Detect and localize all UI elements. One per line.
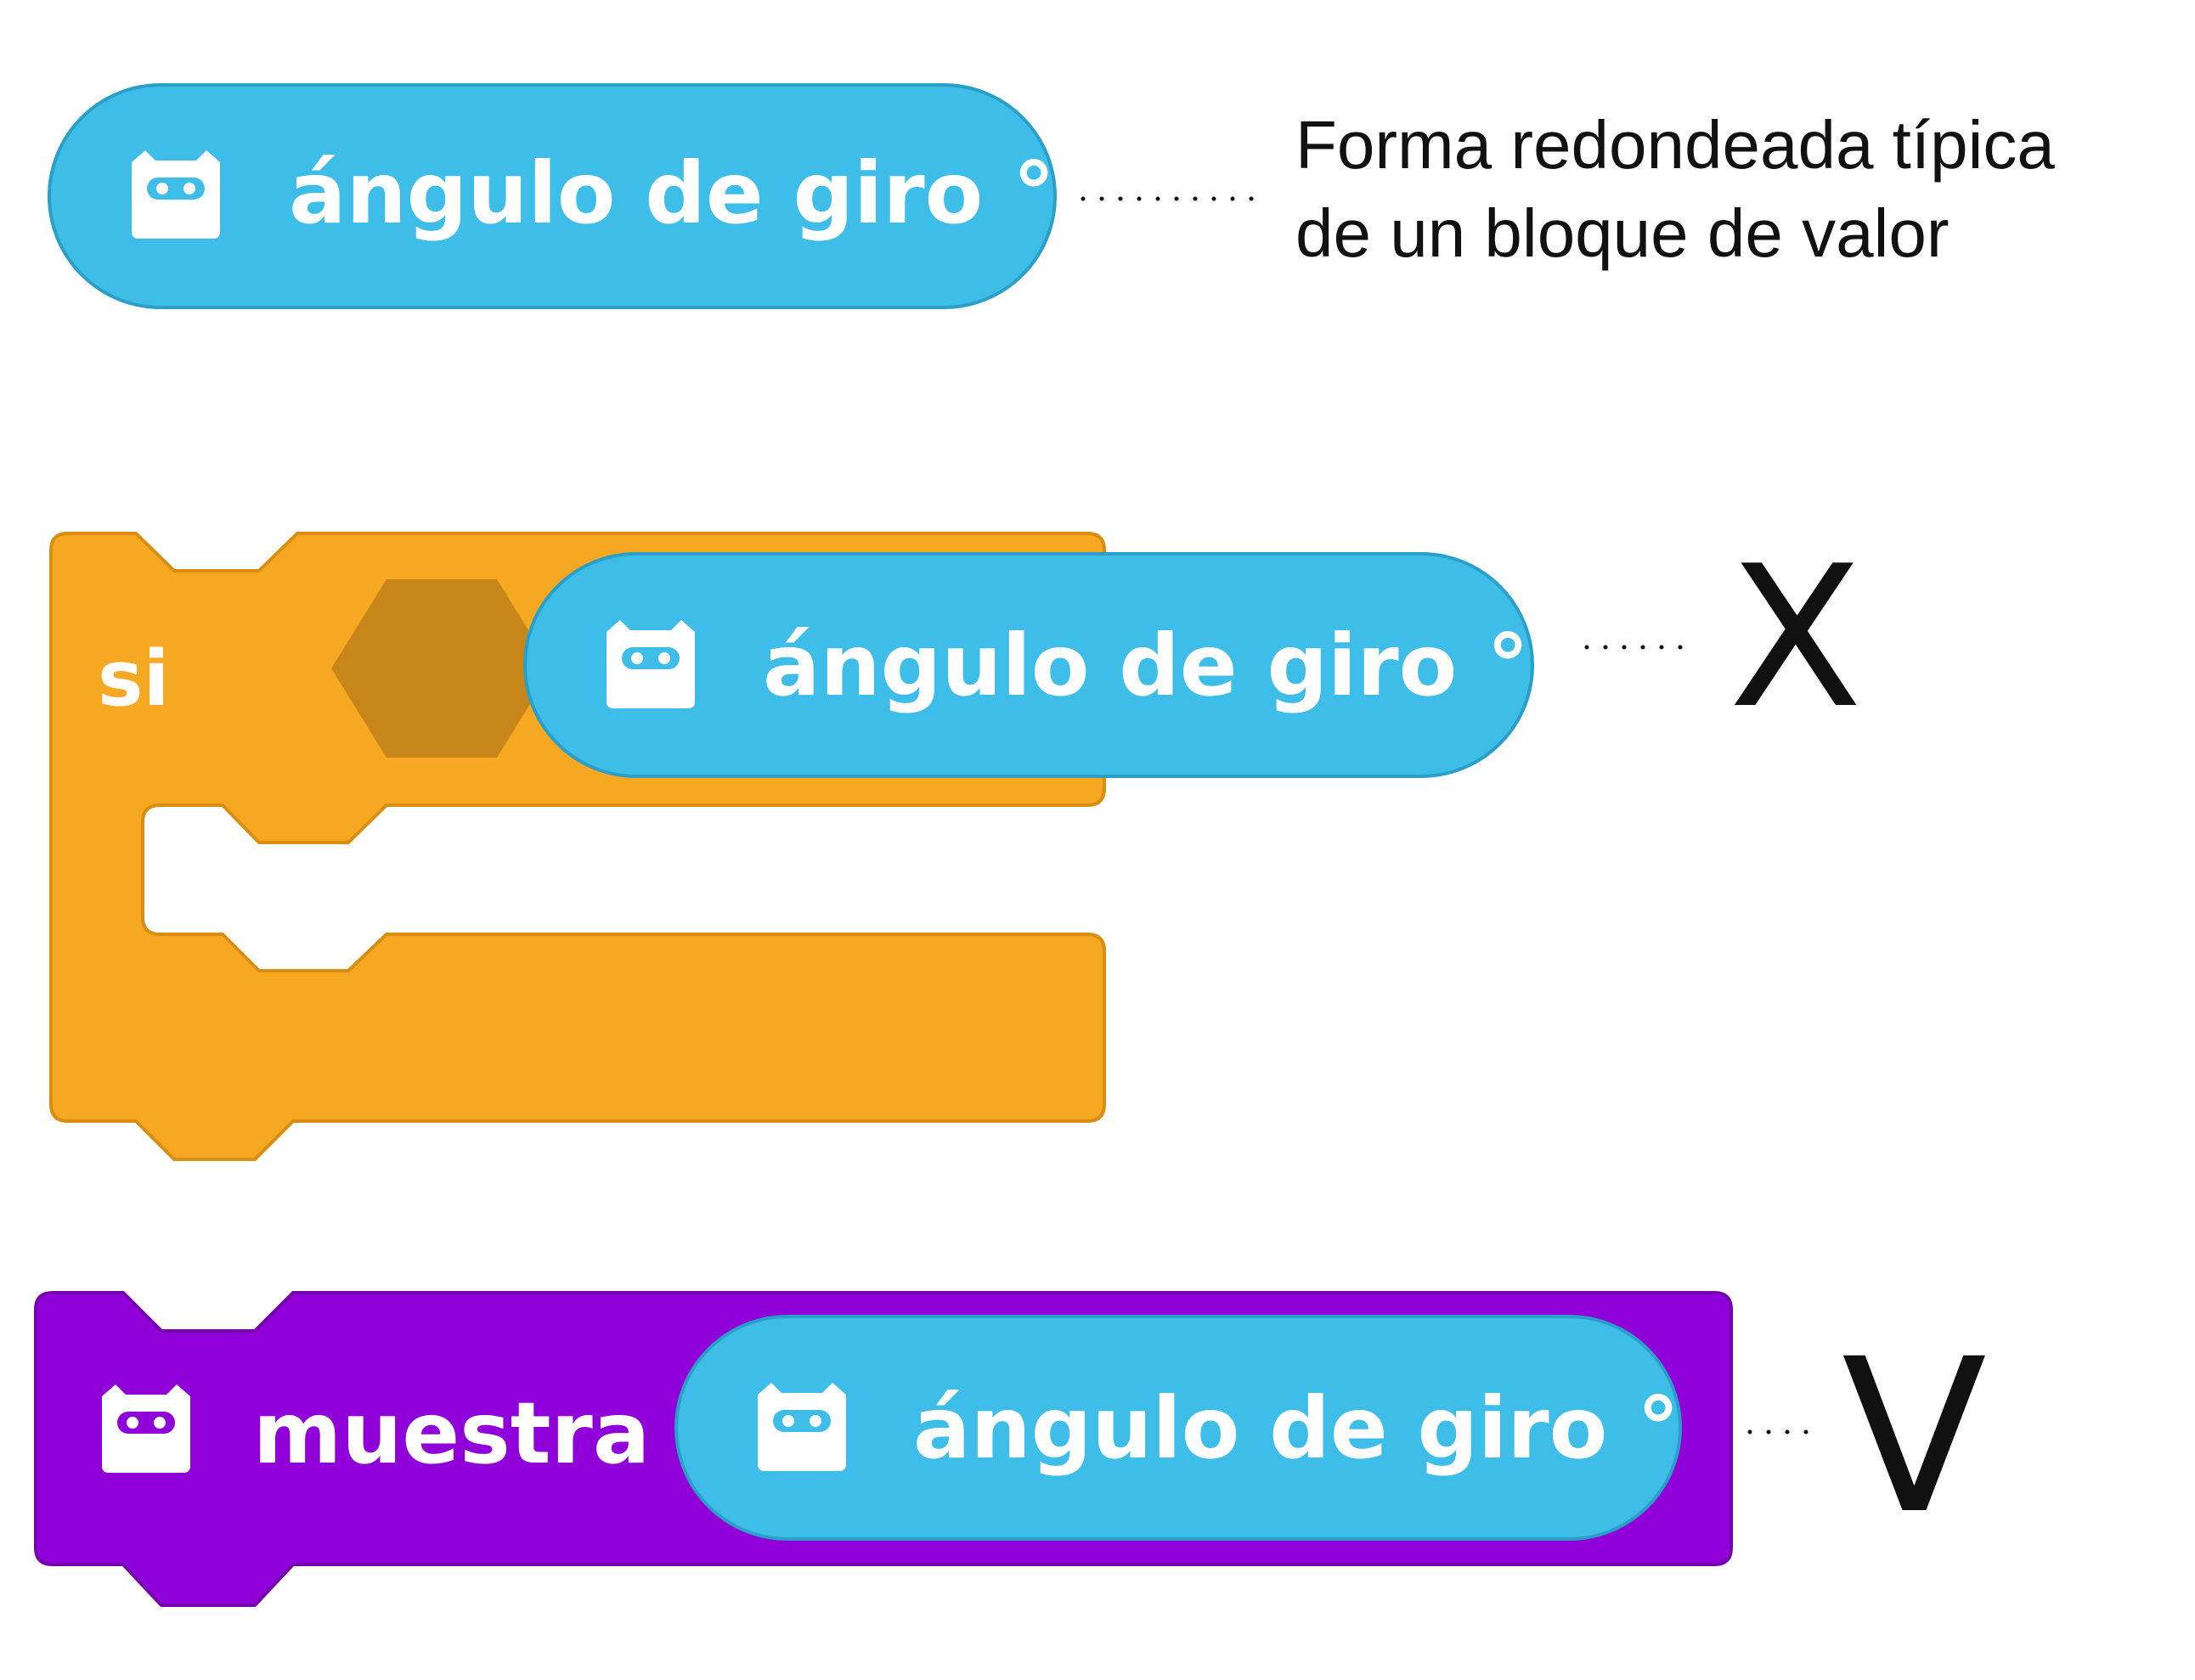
- robot-face-icon: [758, 1383, 846, 1471]
- embedded-value-label-correct: ángulo de giro °: [913, 1378, 1679, 1478]
- display-block-label: muestra: [253, 1384, 650, 1483]
- annotation-line-2: de un bloque de valor: [1295, 195, 1950, 271]
- value-block-example[interactable]: ángulo de giro °: [48, 83, 1057, 309]
- embedded-value-block-wrong[interactable]: ángulo de giro °: [523, 552, 1534, 778]
- robot-face-icon: [132, 150, 220, 239]
- annotation-line-1: Forma redondeada típica: [1295, 107, 2055, 183]
- robot-face-icon: [102, 1384, 190, 1473]
- wrong-mark: X: [1729, 525, 1863, 752]
- if-block-label: si: [98, 634, 169, 724]
- embedded-value-block-correct[interactable]: ángulo de giro °: [674, 1315, 1682, 1541]
- value-block-label: ángulo de giro °: [289, 144, 1055, 243]
- robot-face-icon: [607, 620, 695, 708]
- correct-mark: V: [1842, 1313, 1987, 1560]
- embedded-value-label-wrong: ángulo de giro °: [763, 616, 1529, 715]
- boolean-slot[interactable]: [331, 579, 552, 758]
